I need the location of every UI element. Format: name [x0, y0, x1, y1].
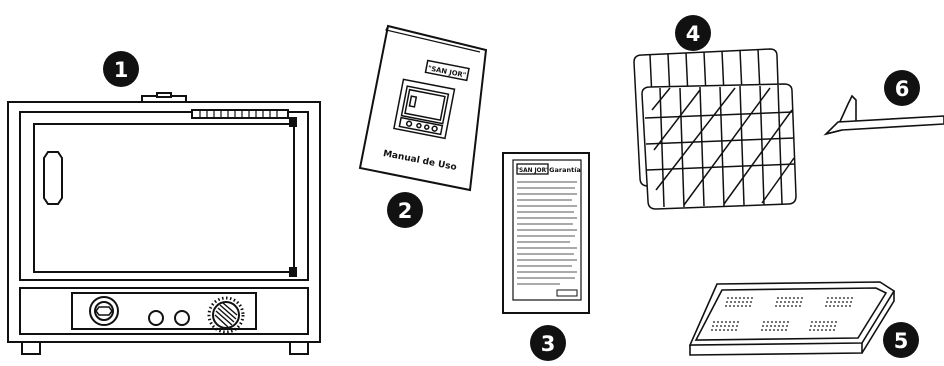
svg-text:2: 2: [398, 199, 413, 223]
badge-6: 6: [884, 70, 920, 106]
svg-text:6: 6: [895, 77, 910, 101]
badge-1: 1: [103, 51, 139, 87]
rack-hook: [826, 96, 944, 134]
svg-text:4: 4: [686, 22, 701, 46]
svg-text:1: 1: [114, 58, 129, 82]
svg-text:3: 3: [541, 332, 556, 356]
badge-3: 3: [530, 325, 566, 361]
baking-tray: [690, 282, 894, 355]
badge-2: 2: [387, 192, 423, 228]
badge-5: 5: [883, 322, 919, 358]
oven-body: [8, 102, 320, 342]
oven: [8, 93, 320, 354]
svg-text:5: 5: [894, 329, 909, 353]
warranty-title: Garantía: [549, 166, 581, 174]
warranty-card: "SAN JOR" Garantía: [503, 153, 589, 313]
rack-front: [642, 84, 796, 209]
oven-racks: [634, 49, 796, 209]
badge-4: 4: [675, 15, 711, 51]
user-manual: "SAN JOR" Manual de Uso: [360, 26, 486, 190]
warranty-brand: "SAN JOR": [516, 168, 549, 174]
